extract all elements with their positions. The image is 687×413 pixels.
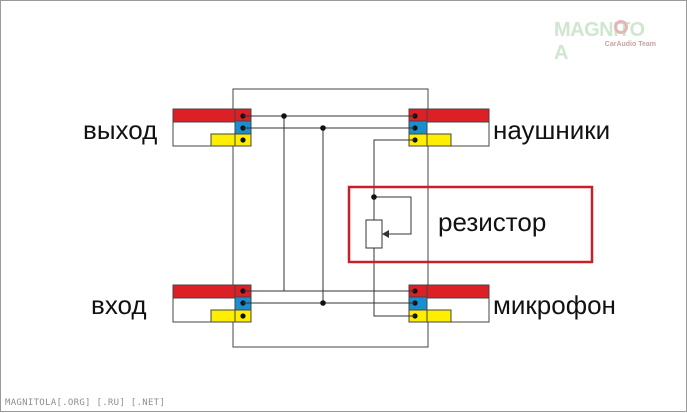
resistor-callout [347, 185, 594, 264]
contact-yellow [426, 309, 452, 323]
contact-yellow [210, 309, 236, 323]
junction-dots [281, 113, 377, 306]
logo-ring-icon [614, 20, 628, 34]
connector-input [172, 284, 252, 323]
contact-red [172, 284, 236, 299]
contact-red [172, 108, 236, 123]
connector-microphone [408, 284, 490, 323]
label-microphone: микрофон [493, 290, 616, 320]
wires [243, 115, 415, 317]
brand-logo: MAGNITOA CarAudio Team [554, 19, 664, 64]
footer-credit: MAGNITOLA[.ORG] [.RU] [.NET] [5, 398, 166, 408]
logo-tagline: CarAudio Team [604, 41, 656, 48]
contact-red [426, 284, 490, 299]
label-input: вход [91, 290, 147, 320]
label-headphones: наушники [493, 115, 611, 145]
wiper-arrow [382, 230, 389, 238]
contact-red [426, 108, 490, 123]
label-resistor: резистор [438, 207, 547, 237]
connector-output [172, 108, 252, 147]
contact-yellow [426, 133, 452, 147]
label-output: выход [83, 115, 158, 145]
connector-headphones [408, 108, 490, 147]
resistor-symbol [365, 219, 383, 249]
adapter-box [232, 88, 429, 348]
contact-yellow [210, 133, 236, 147]
